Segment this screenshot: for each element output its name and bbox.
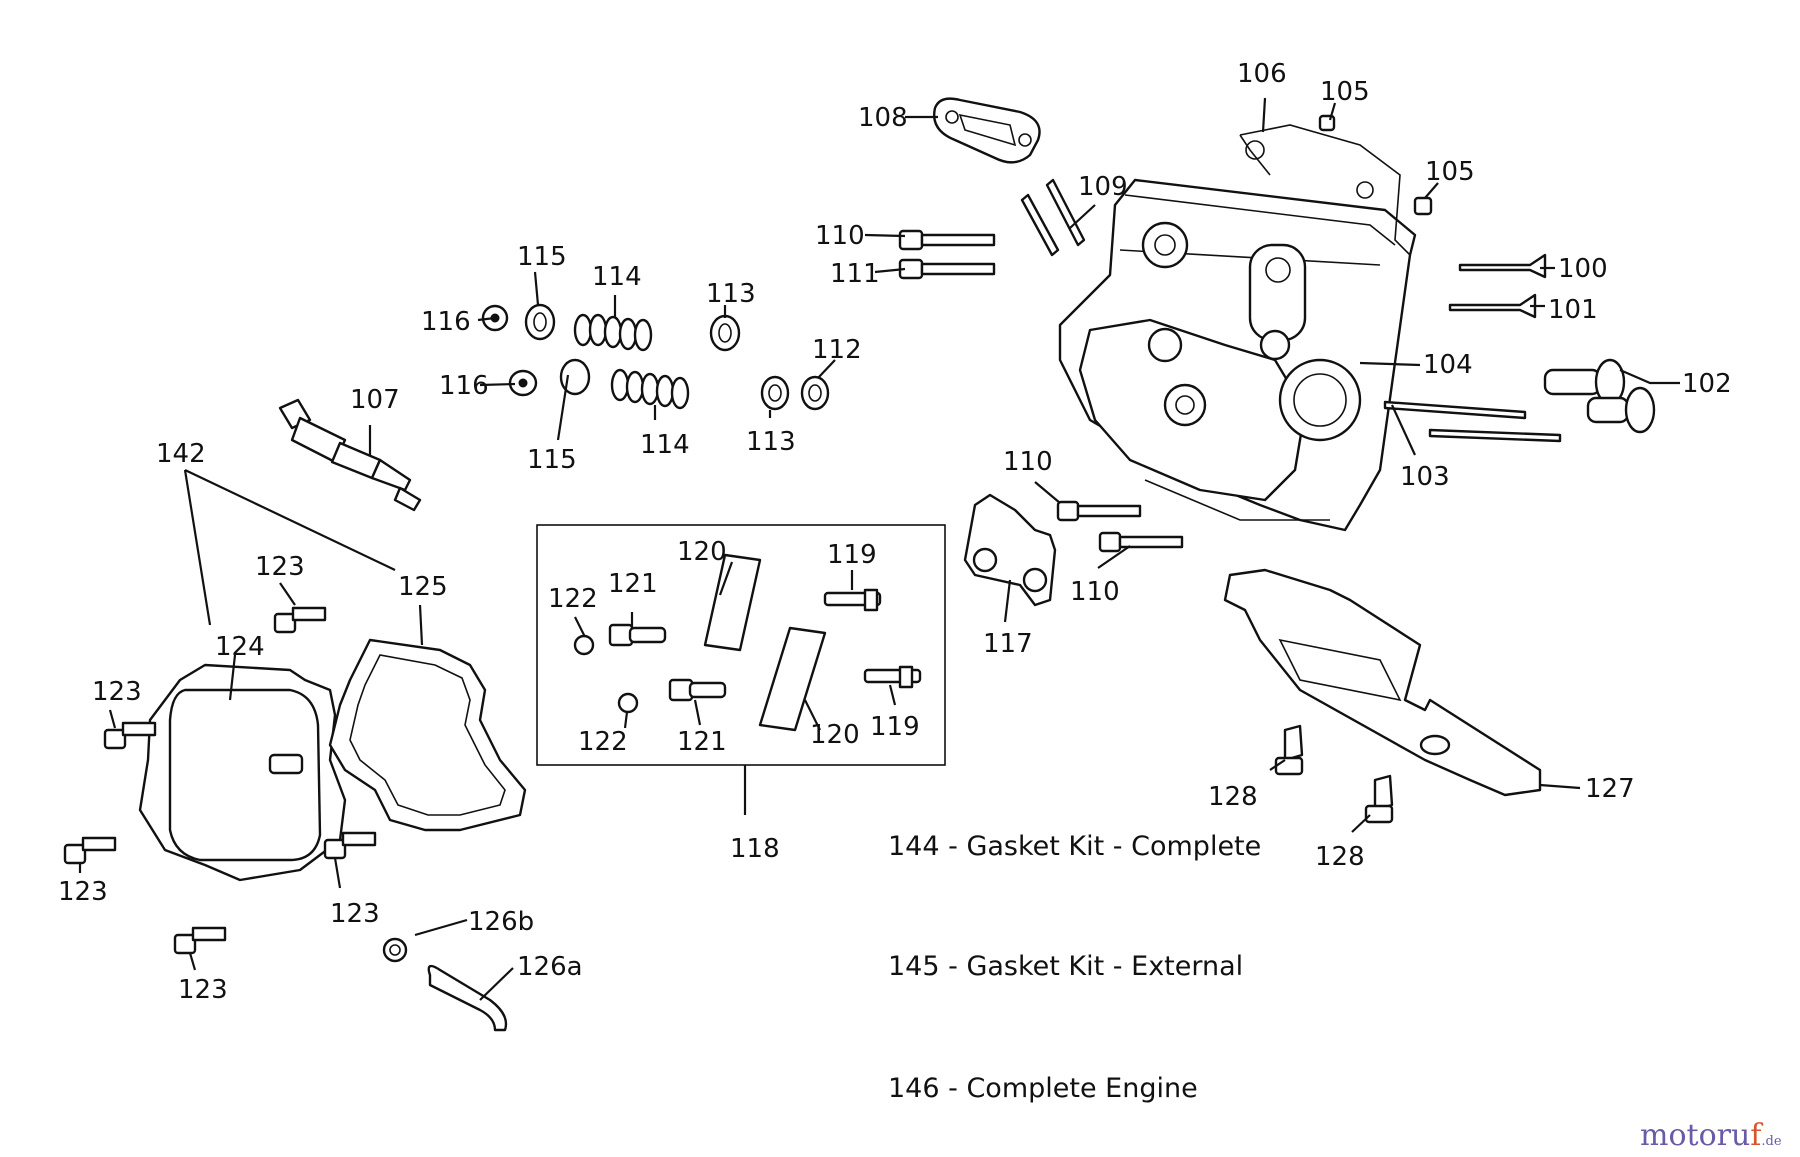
label-116: 116 xyxy=(439,371,489,401)
leader-lines xyxy=(78,97,1680,1001)
bolt-icon xyxy=(63,606,377,955)
dowel-pin-icon xyxy=(1318,114,1433,216)
label-122: 122 xyxy=(548,584,598,614)
label-105: 105 xyxy=(1425,157,1475,187)
note-gasket-kit-external: 145 - Gasket Kit - External xyxy=(888,951,1243,982)
logo-accent: f xyxy=(1750,1118,1762,1153)
label-123: 123 xyxy=(178,975,228,1005)
note-complete-engine: 146 - Complete Engine xyxy=(888,1073,1198,1104)
label-121: 121 xyxy=(608,569,658,599)
cover-gasket-inner xyxy=(349,654,506,816)
label-123: 123 xyxy=(330,899,380,929)
valve-spring-set xyxy=(481,303,830,411)
label-142: 142 xyxy=(156,439,206,469)
bolt-icon xyxy=(1274,724,1394,824)
label-113: 113 xyxy=(746,427,796,457)
stud-icon xyxy=(1020,178,1086,257)
label-104: 104 xyxy=(1423,350,1473,380)
label-128: 128 xyxy=(1315,842,1365,872)
intake-plate-icon xyxy=(963,493,1057,607)
label-122: 122 xyxy=(578,727,628,757)
rocker-cover xyxy=(138,663,347,882)
head-bolt-icon xyxy=(898,229,996,280)
logo-suffix: .de xyxy=(1761,1134,1782,1149)
label-111: 111 xyxy=(830,259,880,289)
label-108: 108 xyxy=(858,103,908,133)
label-109: 109 xyxy=(1078,172,1128,202)
label-120: 120 xyxy=(810,720,860,750)
label-125: 125 xyxy=(398,572,448,602)
label-100: 100 xyxy=(1558,254,1608,284)
label-115: 115 xyxy=(517,242,567,272)
label-117: 117 xyxy=(983,629,1033,659)
label-110: 110 xyxy=(1070,577,1120,607)
kit-box xyxy=(536,524,946,766)
label-102: 102 xyxy=(1682,369,1732,399)
label-123: 123 xyxy=(255,552,305,582)
label-110: 110 xyxy=(1003,447,1053,477)
note-gasket-kit-complete: 144 - Gasket Kit - Complete xyxy=(888,831,1261,862)
cover-gasket xyxy=(328,638,527,832)
motoruf-logo: motoruf.de xyxy=(1640,1118,1782,1153)
label-116: 116 xyxy=(421,307,471,337)
label-118: 118 xyxy=(730,834,780,864)
label-119: 119 xyxy=(827,540,877,570)
label-107: 107 xyxy=(350,385,400,415)
label-110: 110 xyxy=(815,221,865,251)
label-106: 106 xyxy=(1237,59,1287,89)
label-103: 103 xyxy=(1400,462,1450,492)
kit-notes: 144 - Gasket Kit - Complete 145 - Gasket… xyxy=(888,831,1261,1104)
label-114: 114 xyxy=(592,262,642,292)
bolt-icon xyxy=(1056,500,1184,553)
label-124: 124 xyxy=(215,632,265,662)
gasket-hole xyxy=(1356,181,1374,199)
logo-main: motoru xyxy=(1640,1118,1751,1153)
label-126a: 126a xyxy=(517,952,583,982)
kit-parts xyxy=(573,553,922,732)
valve-icon xyxy=(1448,253,1547,319)
exhaust-gasket xyxy=(933,97,1041,164)
label-121: 121 xyxy=(677,727,727,757)
label-114: 114 xyxy=(640,430,690,460)
head-gasket-outline xyxy=(1239,124,1411,256)
push-rod-icon xyxy=(1383,400,1562,443)
label-113: 113 xyxy=(706,279,756,309)
part-number-labels: 100 101 102 103 104 105 105 106 107 108 … xyxy=(58,59,1732,1005)
cylinder-head xyxy=(1058,178,1417,532)
label-119: 119 xyxy=(870,712,920,742)
label-105: 105 xyxy=(1320,77,1370,107)
label-127: 127 xyxy=(1585,774,1635,804)
label-126b: 126b xyxy=(468,907,534,937)
label-120: 120 xyxy=(677,537,727,567)
tappet-icon xyxy=(1543,358,1656,434)
label-112: 112 xyxy=(812,335,862,365)
label-123: 123 xyxy=(58,877,108,907)
label-101: 101 xyxy=(1548,295,1598,325)
label-123: 123 xyxy=(92,677,142,707)
label-128: 128 xyxy=(1208,782,1258,812)
label-115: 115 xyxy=(527,445,577,475)
breather-hose-icon xyxy=(382,937,508,1032)
spark-plug-icon xyxy=(278,398,422,512)
shroud-icon xyxy=(1223,568,1542,797)
gasket-hole xyxy=(1245,140,1265,160)
